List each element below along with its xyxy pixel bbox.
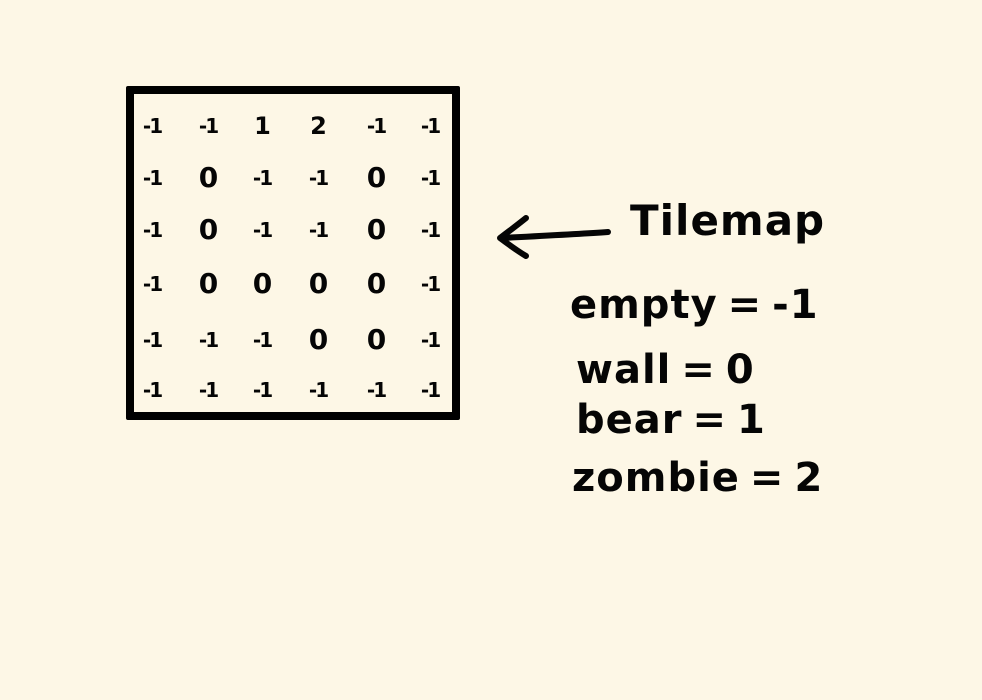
tile-cell: -1 — [142, 328, 163, 352]
tile-cell: -1 — [420, 328, 441, 352]
tile-cell: -1 — [198, 378, 219, 402]
tile-cell: 0 — [198, 161, 218, 194]
tile-cell: -1 — [366, 114, 387, 138]
legend-equals: = — [749, 455, 785, 501]
legend-item-wall: wall=0 — [576, 345, 836, 395]
tile-cell: -1 — [420, 378, 441, 402]
tile-cell: -1 — [252, 378, 273, 402]
tile-cell: -1 — [308, 378, 329, 402]
tile-cell: 0 — [366, 323, 386, 356]
legend-name: bear — [576, 397, 683, 443]
legend-value: 2 — [794, 455, 824, 501]
arrow-left-icon — [497, 215, 611, 259]
tile-cell: -1 — [308, 218, 329, 242]
tile-cell: -1 — [142, 166, 163, 190]
tile-cell: -1 — [420, 218, 441, 242]
tile-cell: -1 — [420, 114, 441, 138]
tilemap-label: Tilemap — [630, 196, 826, 245]
legend-value: 1 — [737, 397, 766, 443]
tile-cell: -1 — [198, 328, 219, 352]
tile-cell: 0 — [308, 323, 328, 356]
legend-name: zombie — [572, 455, 740, 501]
tile-cell: 0 — [366, 267, 386, 300]
tile-cell: -1 — [142, 114, 163, 138]
tile-cell: -1 — [366, 378, 387, 402]
legend-name: wall — [576, 347, 672, 393]
tile-cell: -1 — [142, 218, 163, 242]
tile-cell: -1 — [420, 272, 441, 296]
tile-cell: -1 — [252, 166, 273, 190]
tile-cell: -1 — [142, 378, 163, 402]
tile-cell: 0 — [198, 267, 218, 300]
tile-cell: 0 — [198, 213, 218, 246]
tile-cell: -1 — [420, 166, 441, 190]
legend-value: -1 — [772, 282, 819, 328]
tile-cell: -1 — [198, 114, 219, 138]
legend-item-zombie: zombie=2 — [572, 453, 832, 503]
tile-cell: -1 — [308, 166, 329, 190]
tile-cell: 0 — [366, 161, 386, 194]
tilemap-grid — [126, 86, 460, 420]
tile-cell: 0 — [366, 213, 386, 246]
tile-cell: 1 — [254, 112, 271, 140]
legend-equals: = — [727, 282, 763, 328]
legend-item-empty: empty=-1 — [570, 280, 830, 330]
legend-item-bear: bear=1 — [576, 395, 836, 445]
legend-equals: = — [681, 347, 716, 393]
legend-value: 0 — [725, 347, 755, 393]
legend-name: empty — [570, 282, 718, 328]
tile-cell: -1 — [252, 328, 273, 352]
tile-cell: 0 — [252, 267, 272, 300]
tile-cell: 2 — [310, 112, 327, 140]
tile-cell: 0 — [308, 267, 328, 300]
tile-cell: -1 — [252, 218, 273, 242]
legend-equals: = — [692, 397, 727, 443]
tile-cell: -1 — [142, 272, 163, 296]
